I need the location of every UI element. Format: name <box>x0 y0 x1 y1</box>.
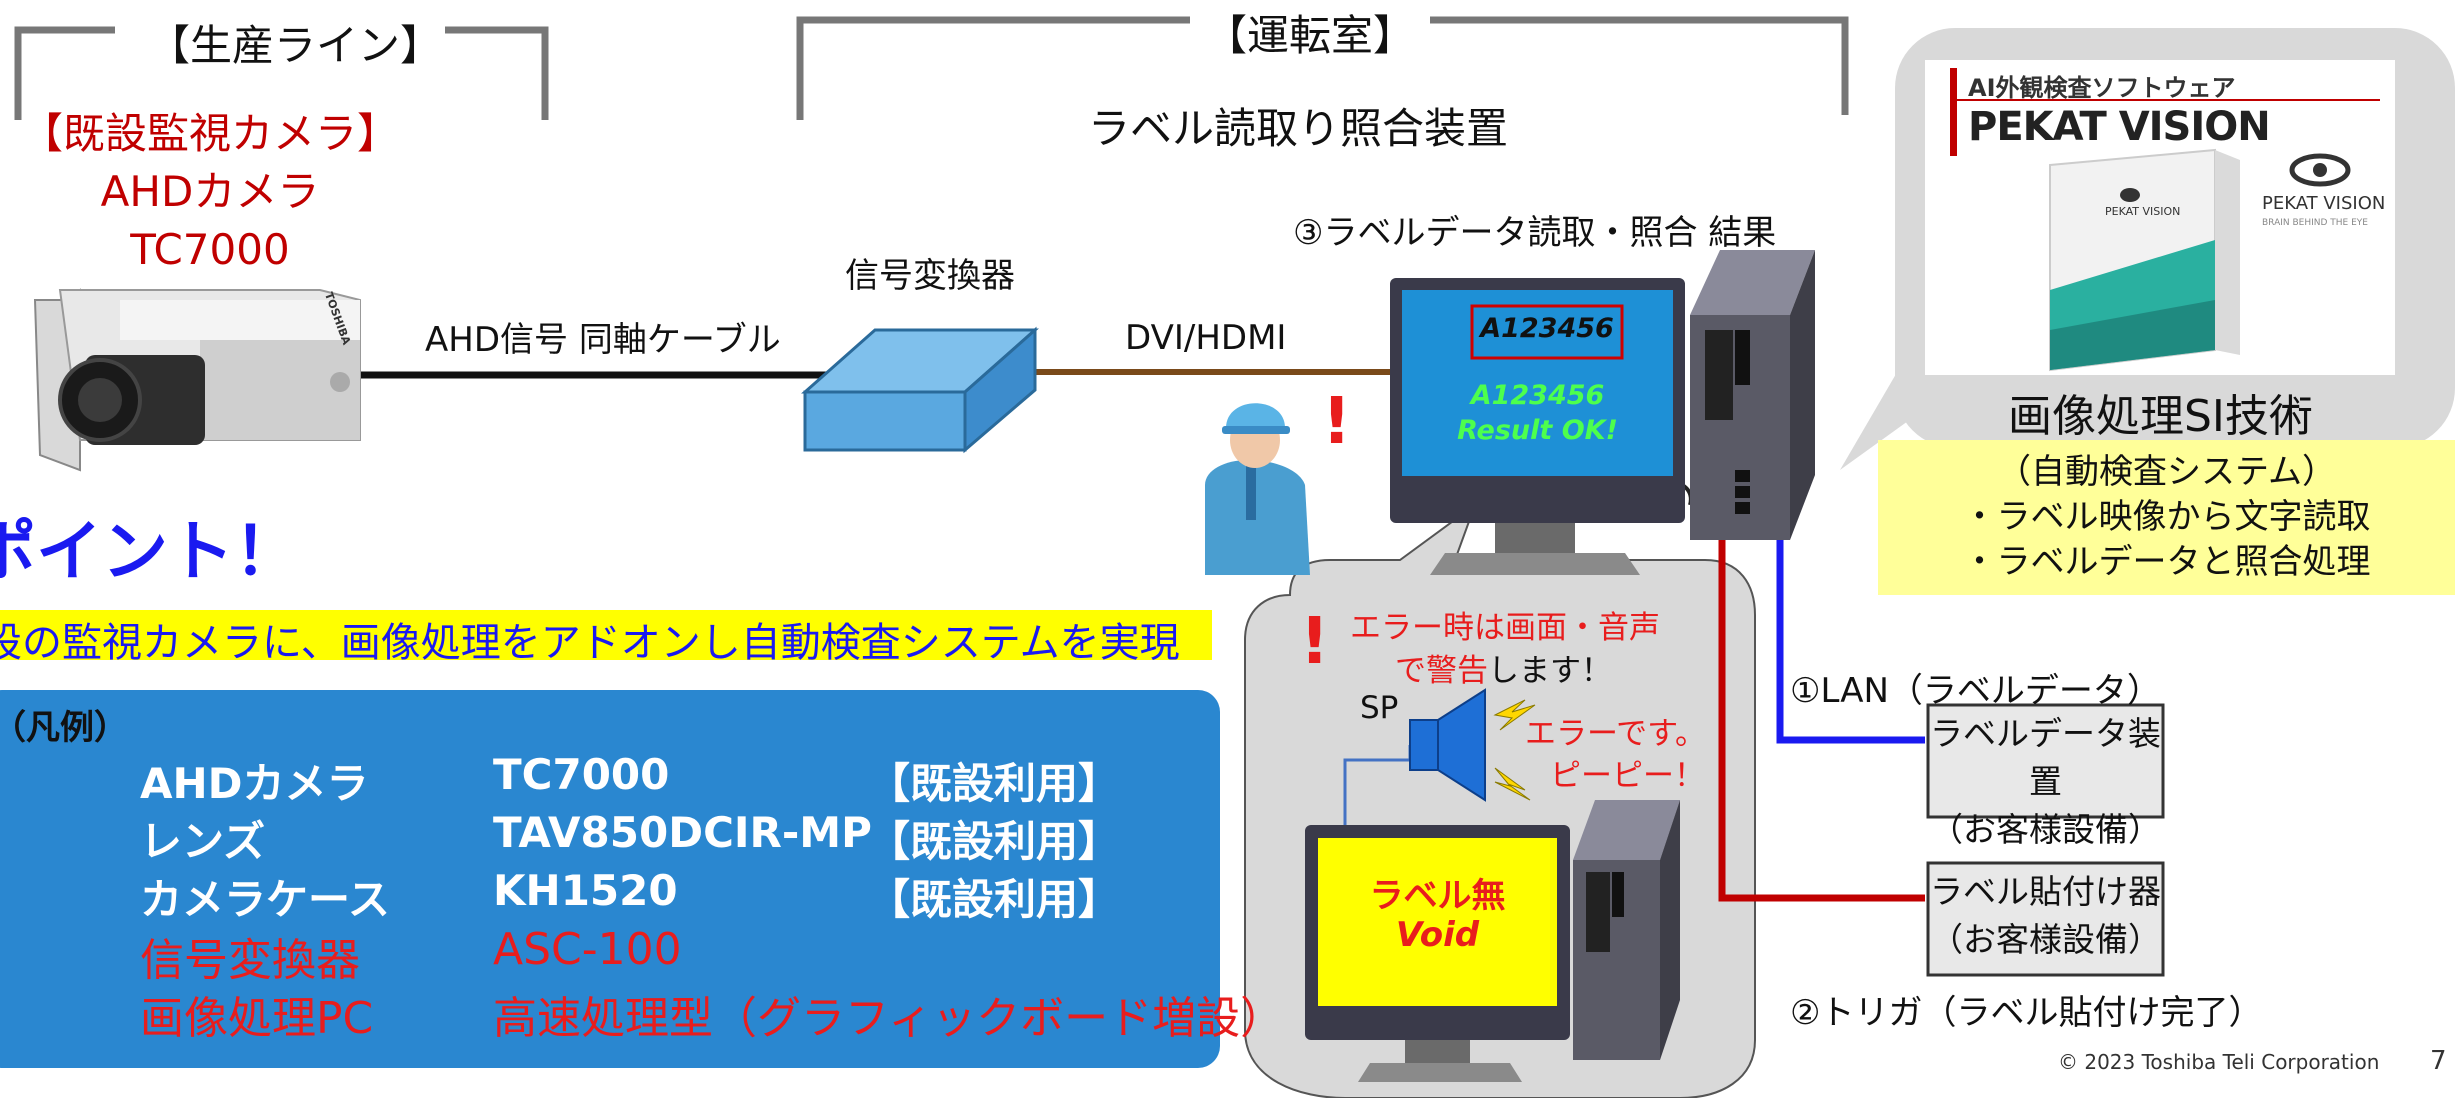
label-applicator-line2: （お客様設備） <box>1930 920 2161 959</box>
video-label: DVI/HDMI <box>1125 318 1287 358</box>
alert-screen-line1: ラベル無 <box>1369 876 1506 916</box>
legend-row: レンズ TAV850DCIR-MP 【既設利用】 <box>0 808 1220 866</box>
legend-item: AHDカメラ <box>140 759 369 808</box>
eye-logo-icon <box>2289 153 2351 187</box>
software-box-brand: PEKAT VISION <box>2105 205 2181 218</box>
lan-line <box>1776 492 1925 744</box>
alert-warning-line1: エラー時は画面・音声 <box>1350 610 1660 646</box>
point-heading: ポイント！ <box>0 513 300 590</box>
coax-label: AHD信号 同軸ケーブル <box>425 320 781 360</box>
converter-label: 信号変換器 <box>845 256 1015 296</box>
camera-title-line3: TC7000 <box>130 225 290 274</box>
operator-icon <box>1205 403 1310 575</box>
lightning-icon <box>1493 699 1536 801</box>
point-highlight <box>0 610 1212 660</box>
legend-row: カメラケース KH1520 【既設利用】 <box>0 866 1220 924</box>
trigger-line <box>1718 525 1925 902</box>
label-data-device: ラベルデータ装置 （お客様設備） <box>1928 710 2163 854</box>
operator-exclaim: ! <box>1322 385 1352 459</box>
speaker-text-line2: ピーピー！ <box>1550 758 1705 794</box>
lan-label: ①LAN（ラベルデータ） <box>1790 671 2161 711</box>
legend-note: 【既設利用】 <box>868 817 1121 866</box>
features-text: （自動検査システム） ・ラベル映像から文字読取 ・ラベルデータと照合処理 <box>1878 450 2455 585</box>
legend-panel <box>0 690 1220 1068</box>
software-box-icon <box>2049 148 2240 372</box>
speaker-text-line1: エラーです。 <box>1525 716 1707 752</box>
pc-monitor-icon <box>1390 278 1685 575</box>
legend-item: 画像処理PC <box>140 993 374 1044</box>
features-line2: ・ラベル映像から文字読取 <box>1962 497 2371 537</box>
legend-row: 画像処理PC 高速処理型（グラフィックボード増設） <box>0 982 1284 1044</box>
monitor-code-text: A123456 <box>1470 380 1605 411</box>
software-caption: 画像処理SI技術 <box>2008 391 2313 442</box>
legend-row: AHDカメラ TC7000 【既設利用】 <box>0 750 1220 808</box>
camera-title-line2: AHDカメラ <box>100 167 320 216</box>
copyright: © 2023 Toshiba Teli Corporation <box>2058 1050 2380 1074</box>
device-name: ラベル読取り照合装置 <box>1088 104 1509 153</box>
alert-warning-black: します！ <box>1488 653 1612 689</box>
result-label: ③ラベルデータ読取・照合 結果 <box>1293 213 1777 253</box>
production-line-label: 【生産ライン】 <box>148 21 443 70</box>
alert-exclaim: ! <box>1300 605 1330 679</box>
features-box <box>1878 440 2455 595</box>
monitor-code-box: A123456 <box>1480 313 1614 344</box>
legend-model: TAV850DCIR-MP <box>493 808 872 857</box>
label-data-device-line1: ラベルデータ装置 <box>1930 714 2161 801</box>
page-number: 7 <box>2430 1046 2447 1076</box>
camera-title: 【既設監視カメラ】 AHDカメラ TC7000 <box>0 105 420 279</box>
legend-note: 【既設利用】 <box>868 759 1121 808</box>
pc-tower-icon <box>1690 250 1815 540</box>
software-title: PEKAT VISION <box>1968 104 2271 150</box>
software-logo-text: PEKAT VISION <box>2262 193 2386 214</box>
legend-row: 信号変換器 ASC-100 <box>0 924 1220 986</box>
monitor-result-text: Result OK! <box>1457 415 1618 446</box>
control-room-bracket <box>796 16 1849 120</box>
legend-note: 【既設利用】 <box>868 875 1121 924</box>
alert-monitor-icon <box>1305 825 1570 1082</box>
legend-title: （凡例） <box>0 708 128 748</box>
legend-item: レンズ <box>140 817 266 866</box>
label-applicator-device: ラベル貼付け器 （お客様設備） <box>1928 868 2163 964</box>
legend-item: 信号変換器 <box>140 935 360 986</box>
legend-model: KH1520 <box>493 866 678 915</box>
features-line3: ・ラベルデータと照合処理 <box>1962 542 2371 582</box>
label-data-device-box <box>1926 703 2165 819</box>
label-applicator-box <box>1926 861 2165 977</box>
production-line-bracket <box>14 26 549 120</box>
camera-title-line1: 【既設監視カメラ】 <box>20 109 399 158</box>
features-line1: （自動検査システム） <box>1997 452 2336 492</box>
software-subtitle: AI外観検査ソフトウェア <box>1968 74 2236 102</box>
legend-model: TC7000 <box>493 750 670 799</box>
alert-warning-red: で警告 <box>1395 653 1488 689</box>
software-logo-tagline: BRAIN BEHIND THE EYE <box>2262 218 2368 228</box>
control-room-label: 【運転室】 <box>1205 11 1416 60</box>
converter-box-icon <box>801 326 1039 454</box>
point-text: 設の監視カメラに、画像処理をアドオンし自動検査システムを実現 <box>0 620 1180 666</box>
alert-warning-line2: で警告します！ <box>1395 645 1612 690</box>
legend-model: ASC-100 <box>493 924 682 975</box>
camera-icon <box>33 288 361 472</box>
label-data-device-line2: （お客様設備） <box>1930 810 2161 849</box>
alert-tower-icon <box>1573 800 1680 1060</box>
speaker-icon <box>1409 688 1486 802</box>
legend-item: カメラケース <box>140 875 390 924</box>
trigger-label: ②トリガ（ラベル貼付け完了） <box>1790 993 2263 1033</box>
label-applicator-line1: ラベル貼付け器 <box>1930 872 2161 911</box>
legend-model: 高速処理型（グラフィックボード増設） <box>493 993 1285 1044</box>
alert-screen-line2: Void <box>1395 915 1480 955</box>
sp-label: SP <box>1360 690 1399 726</box>
